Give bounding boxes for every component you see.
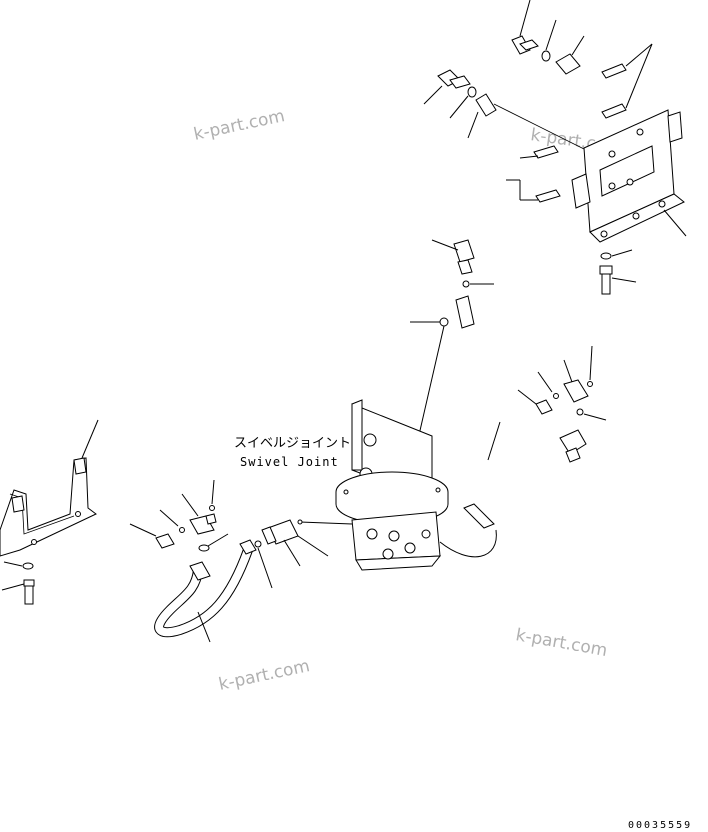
o-ring (587, 381, 593, 387)
hose-elbow (559, 429, 587, 455)
hose-end (189, 561, 211, 581)
bolt-head (23, 579, 35, 587)
hose-end (239, 539, 257, 555)
clamp (475, 93, 497, 117)
nut (535, 399, 553, 415)
elbow-fitting (563, 379, 589, 403)
bolt-left (423, 69, 471, 105)
o-ring (179, 527, 185, 533)
watermark: k-part.com (514, 625, 609, 661)
clip (601, 63, 627, 79)
nut (155, 533, 175, 549)
washer (600, 252, 612, 260)
left-hose-assembly (129, 479, 329, 643)
hose-end (455, 295, 475, 329)
bolt-top (511, 0, 539, 55)
o-ring (462, 280, 470, 288)
o-ring (254, 540, 262, 548)
drawing-code: 00035559 (628, 820, 692, 831)
watermark: k-part.com (217, 656, 312, 695)
o-ring (576, 408, 584, 416)
washer (541, 50, 551, 62)
watermark: k-part.com (192, 106, 287, 145)
o-ring (439, 317, 449, 327)
swivel-joint (297, 399, 497, 571)
elbow-fitting (453, 239, 475, 263)
bolt-shank (601, 273, 611, 295)
upper-bracket-assembly (423, 0, 687, 295)
clip (601, 103, 627, 119)
washer (467, 86, 477, 98)
o-ring (209, 505, 215, 511)
swivel-joint-label-jp: スイベルジョイント (234, 436, 351, 451)
washer (22, 562, 34, 570)
swivel-joint-label-en: Swivel Joint (240, 455, 339, 469)
o-ring (198, 544, 210, 552)
clip (535, 189, 561, 203)
bracket-plate (571, 109, 685, 243)
o-ring (553, 393, 559, 399)
right-hose-assembly (410, 239, 607, 463)
clip (555, 53, 581, 75)
left-bracket (0, 419, 99, 605)
bolt-shank (24, 585, 34, 605)
bolt-head (599, 265, 613, 275)
